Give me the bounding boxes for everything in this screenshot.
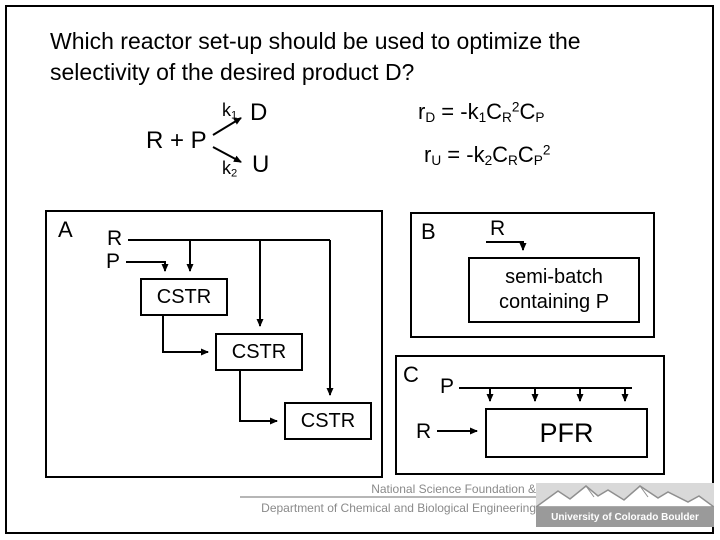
- k1-base: k: [222, 100, 231, 120]
- slide-title: Which reactor set-up should be used to o…: [50, 26, 581, 88]
- setup-b-feed-r: R: [490, 217, 506, 240]
- title-line-2: selectivity of the desired product D?: [50, 59, 415, 85]
- rate-constant-k1: k1: [222, 100, 237, 121]
- mountain-logo-icon: [536, 485, 714, 507]
- university-banner: University of Colorado Boulder: [536, 507, 714, 527]
- eq-part: D: [425, 110, 436, 125]
- slide-border: [5, 5, 714, 534]
- k1-sub: 1: [231, 109, 238, 122]
- setup-b-box: [410, 212, 655, 338]
- cstr-1: CSTR: [140, 278, 228, 316]
- footer-department-text: Department of Chemical and Biological En…: [261, 501, 536, 515]
- eq-part: 2: [542, 142, 551, 158]
- eq-part: r: [418, 99, 426, 124]
- rate-constant-k2: k2: [222, 158, 237, 179]
- eq-part: C: [519, 99, 536, 124]
- eq-part: = -k: [441, 142, 485, 167]
- eq-part: C: [492, 142, 509, 167]
- footer-nsf-text: National Science Foundation &: [371, 482, 536, 496]
- eq-part: R: [502, 110, 512, 125]
- setup-c-feed-p: P: [440, 375, 455, 398]
- eq-part: C: [486, 99, 503, 124]
- setup-c-box: [395, 355, 665, 475]
- title-line-1: Which reactor set-up should be used to o…: [50, 28, 581, 54]
- semi-batch-line-2: containing P: [498, 291, 610, 313]
- eq-part: 2: [484, 153, 493, 168]
- pfr-reactor: PFR: [485, 408, 648, 458]
- cstr-2: CSTR: [215, 333, 303, 371]
- eq-part: = -k: [435, 99, 479, 124]
- k2-sub: 2: [231, 167, 238, 180]
- eq-part: 2: [511, 99, 520, 115]
- eq-part: 1: [478, 110, 487, 125]
- setup-c-label: C: [403, 362, 419, 387]
- product-d: D: [250, 99, 268, 126]
- university-logo: University of Colorado Boulder: [536, 483, 714, 527]
- reaction-reactants: R + P: [146, 127, 207, 154]
- setup-b-label: B: [421, 219, 436, 244]
- setup-a-feed-p: P: [106, 250, 121, 273]
- university-name: University of Colorado Boulder: [551, 511, 699, 523]
- eq-part: C: [517, 142, 534, 167]
- product-u: U: [252, 151, 270, 178]
- eq-part: U: [431, 153, 442, 168]
- setup-a-feed-r: R: [107, 227, 123, 250]
- rate-equation-rd: rD = -k1CR2CP: [418, 99, 544, 125]
- eq-part: P: [535, 110, 545, 125]
- rate-equation-ru: rU = -k2CRCP2: [424, 142, 550, 168]
- eq-part: R: [508, 153, 518, 168]
- cstr-3: CSTR: [284, 402, 372, 440]
- setup-a-box: [45, 210, 383, 478]
- eq-part: r: [424, 142, 432, 167]
- semi-batch-vessel: semi-batch containing P: [468, 257, 640, 323]
- semi-batch-line-1: semi-batch: [505, 266, 603, 288]
- setup-a-label: A: [58, 217, 73, 242]
- setup-c-feed-r: R: [416, 420, 432, 443]
- k2-base: k: [222, 158, 231, 178]
- eq-part: P: [533, 153, 543, 168]
